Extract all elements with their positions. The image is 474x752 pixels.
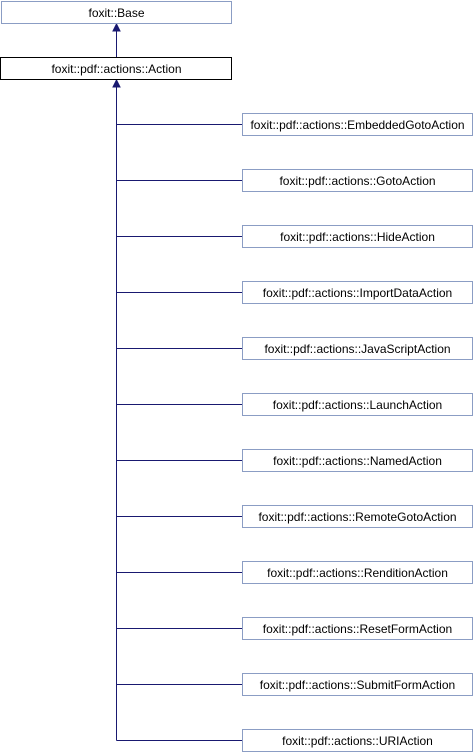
- child-node[interactable]: foxit::pdf::actions::SubmitFormAction: [242, 673, 473, 696]
- arrowhead-base: [112, 22, 121, 32]
- child-node-label: foxit::pdf::actions::GotoAction: [279, 174, 435, 188]
- child-node[interactable]: foxit::pdf::actions::URIAction: [242, 729, 473, 752]
- children-layer: foxit::pdf::actions::EmbeddedGotoActionf…: [242, 113, 473, 752]
- edges-layer: [112, 22, 243, 741]
- child-node[interactable]: foxit::pdf::actions::ImportDataAction: [242, 281, 473, 304]
- child-node-label: foxit::pdf::actions::HideAction: [280, 230, 435, 244]
- current-node-label: foxit::pdf::actions::Action: [51, 62, 181, 76]
- child-node[interactable]: foxit::pdf::actions::NamedAction: [242, 449, 473, 472]
- child-node[interactable]: foxit::pdf::actions::LaunchAction: [242, 393, 473, 416]
- child-node-label: foxit::pdf::actions::RemoteGotoAction: [258, 510, 456, 524]
- child-node-label: foxit::pdf::actions::JavaScriptAction: [264, 342, 450, 356]
- child-node[interactable]: foxit::pdf::actions::JavaScriptAction: [242, 337, 473, 360]
- child-node[interactable]: foxit::pdf::actions::RenditionAction: [242, 561, 473, 584]
- child-node[interactable]: foxit::pdf::actions::HideAction: [242, 225, 473, 248]
- child-node[interactable]: foxit::pdf::actions::RemoteGotoAction: [242, 505, 473, 528]
- child-node-label: foxit::pdf::actions::ImportDataAction: [263, 286, 452, 300]
- child-node-label: foxit::pdf::actions::SubmitFormAction: [260, 678, 455, 692]
- child-node-label: foxit::pdf::actions::EmbeddedGotoAction: [250, 118, 464, 132]
- arrowhead-action: [112, 78, 121, 88]
- child-node-label: foxit::pdf::actions::LaunchAction: [273, 398, 442, 412]
- child-node-label: foxit::pdf::actions::ResetFormAction: [263, 622, 452, 636]
- child-node[interactable]: foxit::pdf::actions::ResetFormAction: [242, 617, 473, 640]
- child-node-label: foxit::pdf::actions::RenditionAction: [267, 566, 448, 580]
- child-node-label: foxit::pdf::actions::NamedAction: [273, 454, 442, 468]
- child-node[interactable]: foxit::pdf::actions::GotoAction: [242, 169, 473, 192]
- child-node-label: foxit::pdf::actions::URIAction: [282, 734, 433, 748]
- base-node[interactable]: foxit::Base: [1, 1, 232, 24]
- child-node[interactable]: foxit::pdf::actions::EmbeddedGotoAction: [242, 113, 473, 136]
- base-node-label: foxit::Base: [88, 6, 144, 20]
- current-node: foxit::pdf::actions::Action: [0, 57, 232, 80]
